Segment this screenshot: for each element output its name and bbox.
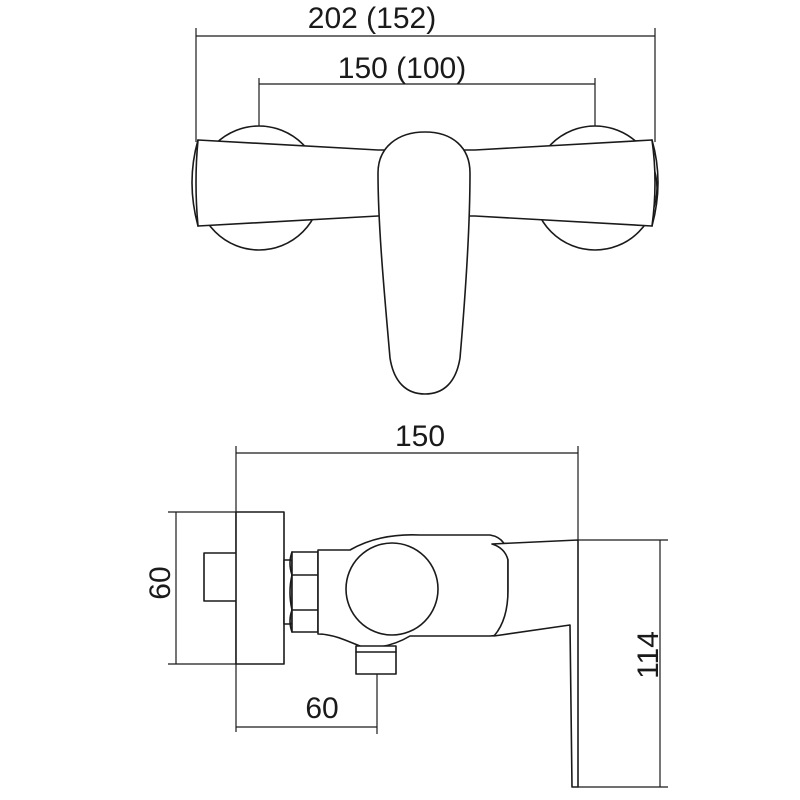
dimension-length: 150 — [235, 420, 579, 732]
lever-handle — [377, 131, 471, 395]
side-lever-handle — [491, 539, 579, 788]
wall-flange — [235, 511, 285, 665]
dimension-lever-height: 114 — [578, 539, 668, 788]
top-view: 202 (152) 150 (100) — [191, 2, 659, 395]
dimension-center-spacing: 150 (100) — [258, 52, 596, 140]
outlet-nozzle — [355, 645, 397, 675]
overall-width-label: 202 (152) — [308, 2, 436, 35]
dimension-overall-width: 202 (152) — [195, 2, 656, 142]
dimension-outlet-offset: 60 — [236, 672, 378, 734]
inlet-stub — [203, 552, 239, 602]
dimension-flange-height: 60 — [144, 511, 236, 665]
length-label: 150 — [395, 420, 445, 453]
side-view: 150 60 60 114 — [144, 420, 668, 788]
center-spacing-label: 150 (100) — [338, 52, 466, 85]
flange-height-label: 60 — [144, 566, 177, 599]
outlet-offset-label: 60 — [305, 692, 338, 725]
lever-height-label: 114 — [632, 631, 665, 679]
cartridge-cap — [345, 542, 439, 636]
hex-nut — [291, 551, 319, 633]
